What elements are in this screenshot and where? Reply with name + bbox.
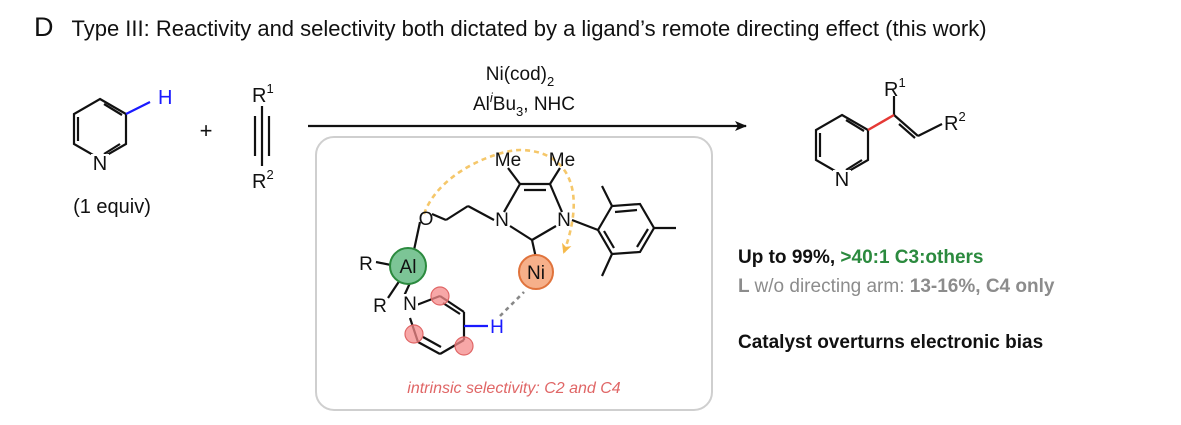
mesityl-double-bond <box>636 228 649 248</box>
mesityl-methyl <box>601 185 613 207</box>
pyr-bond <box>422 336 442 348</box>
pyridine-double-bond <box>103 103 123 116</box>
o-al-bond <box>412 221 422 251</box>
pyridine-n: N <box>93 153 107 175</box>
product-double-bond <box>845 119 865 132</box>
reagent-alkyl-nhc: AliBu3, NHC <box>473 90 575 119</box>
alkyne-r2: R2 <box>252 167 274 193</box>
oxygen-label: O <box>419 209 434 230</box>
pyr-bond <box>417 341 441 355</box>
product-alkene-bond <box>898 123 916 139</box>
al-r-top-label: R <box>359 254 373 275</box>
agostic-interaction <box>499 291 525 317</box>
control-ligand: L <box>738 276 750 297</box>
panel-letter: D <box>34 12 54 42</box>
ni-label: Ni <box>527 263 545 284</box>
c2-site-marker <box>404 324 424 344</box>
pyr-h-label: H <box>490 317 504 338</box>
yield-text: Up to 99%, <box>738 247 836 268</box>
new-c-c-bond <box>867 113 895 132</box>
pyridine-double-bond <box>103 143 121 155</box>
methyl-bond <box>549 167 561 185</box>
methyl-left-label: Me <box>495 150 521 171</box>
yield-result: Up to 99%, >40:1 C3:others <box>738 247 984 269</box>
selectivity-caption: intrinsic selectivity: C2 and C4 <box>407 380 621 397</box>
panel-title: Type III: Reactivity and selectivity bot… <box>71 16 987 41</box>
linker-bond <box>431 212 447 222</box>
ni-atom-circle <box>518 254 554 290</box>
control-condition: w/o directing arm: <box>754 276 905 297</box>
al-atom-circle <box>389 247 427 285</box>
product-structure <box>814 96 943 177</box>
pyr-n-label: N <box>403 294 417 315</box>
pyridine-substrate <box>72 97 151 161</box>
product-alkene-bond <box>893 114 919 137</box>
n-left-label: N <box>495 210 509 231</box>
product-ring <box>814 113 870 177</box>
product-r1: R1 <box>884 75 906 101</box>
al-r-bottom-label: R <box>373 296 387 317</box>
plus-sign: + <box>200 118 213 143</box>
summary-text: Catalyst overturns electronic bias <box>738 332 1044 353</box>
al-label: Al <box>400 257 417 278</box>
ring-bond <box>531 225 557 241</box>
mesityl-double-bond <box>614 208 638 214</box>
ring-bond <box>503 183 521 213</box>
product-n-label: N <box>835 169 849 191</box>
alkyne-r1: R1 <box>252 81 274 107</box>
selectivity-text: >40:1 C3:others <box>840 247 984 268</box>
methyl-right-label: Me <box>549 150 575 171</box>
product-n-mask <box>833 170 851 188</box>
n-label-mask <box>91 154 109 172</box>
directing-arrow <box>422 148 575 254</box>
product-r2: R2 <box>944 109 966 135</box>
product-double-bond <box>845 159 863 171</box>
mesityl-methyl <box>600 253 614 277</box>
control-result: L w/o directing arm: 13-16%, C4 only <box>738 276 1054 298</box>
equiv-label: (1 equiv) <box>73 196 151 218</box>
panel-heading: D Type III: Reactivity and selectivity bo… <box>34 12 987 43</box>
methyl-bond <box>507 167 521 185</box>
c2-site-marker <box>430 286 450 306</box>
pyridine-h: H <box>158 87 172 109</box>
pyr-n-mask <box>402 294 418 312</box>
pyridine-ring <box>72 97 128 161</box>
n-aryl-bond <box>571 218 599 232</box>
ring-bond <box>509 225 533 241</box>
n-right-label: N <box>557 210 571 231</box>
linker-bond <box>467 205 495 221</box>
product-r2-bond <box>917 123 943 137</box>
al-r-bond <box>387 279 401 299</box>
catalyst-box <box>315 136 713 411</box>
reagent-nicod: Ni(cod)2 <box>486 64 554 89</box>
intrinsic-sites <box>404 286 474 356</box>
c4-site-marker <box>454 336 474 356</box>
alkyne <box>253 106 271 166</box>
linker-bond <box>445 205 469 221</box>
al-n-bond <box>403 282 411 297</box>
ring-bond <box>548 183 564 213</box>
c-h-bond <box>125 101 151 115</box>
control-values: 13-16%, C4 only <box>909 276 1055 297</box>
pyr-bond <box>442 302 461 315</box>
mesityl-double-bond <box>603 230 615 249</box>
